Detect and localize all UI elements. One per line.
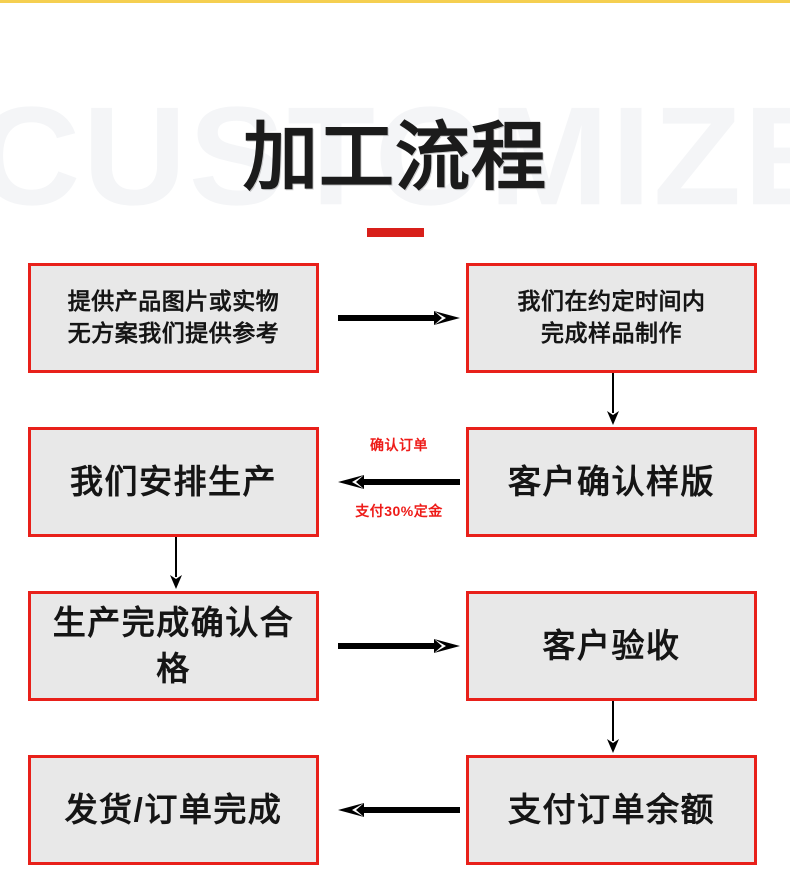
- arrow-note-above: 确认订单: [370, 437, 428, 453]
- flow-chart: 提供产品图片或实物 无方案我们提供参考 我们在约定时间内 完成样品制作: [0, 263, 790, 865]
- flow-node-label: 客户验收: [542, 627, 681, 665]
- arrow-note-below: 支付30%定金: [355, 503, 443, 519]
- arrow-down-icon: [165, 537, 187, 589]
- flow-node-right[interactable]: 客户确认样版: [466, 427, 757, 537]
- watermark-text: CUSTOMIZE: [0, 77, 790, 235]
- flow-node-label: 发货/订单完成: [64, 791, 283, 829]
- flow-row: 提供产品图片或实物 无方案我们提供参考 我们在约定时间内 完成样品制作: [0, 263, 790, 425]
- flow-node-label: 客户确认样版: [508, 463, 715, 501]
- arrow-down-icon: [602, 373, 624, 425]
- arrow-right-icon: [338, 635, 460, 657]
- arrow-left-icon: [338, 799, 460, 821]
- arrow-left-icon: [338, 471, 460, 493]
- arrow-right-icon: [338, 307, 460, 329]
- flow-node-left[interactable]: 生产完成确认合格: [28, 591, 319, 701]
- page-title: 加工流程: [242, 115, 547, 199]
- top-accent-rule: [0, 0, 790, 3]
- page-header: CUSTOMIZE 加工流程: [0, 77, 790, 242]
- flow-node-left[interactable]: 提供产品图片或实物 无方案我们提供参考: [28, 263, 319, 373]
- flow-node-left[interactable]: 发货/订单完成: [28, 755, 319, 865]
- flow-node-right[interactable]: 我们在约定时间内 完成样品制作: [466, 263, 757, 373]
- flow-node-right[interactable]: 客户验收: [466, 591, 757, 701]
- flow-row: 发货/订单完成 支付订单余额: [0, 755, 790, 865]
- flow-node-right[interactable]: 支付订单余额: [466, 755, 757, 865]
- flow-node-label: 支付订单余额: [508, 791, 715, 829]
- flow-row: 我们安排生产 确认订单 支付30%定金 客户确认样版: [0, 427, 790, 589]
- flow-row: 生产完成确认合格 客户验收: [0, 591, 790, 753]
- flow-node-label: 我们在约定时间内 完成样品制作: [517, 288, 706, 346]
- flow-node-label: 提供产品图片或实物 无方案我们提供参考: [67, 288, 280, 346]
- flow-node-left[interactable]: 我们安排生产: [28, 427, 319, 537]
- title-underline-bar: [367, 228, 424, 237]
- arrow-down-icon: [602, 701, 624, 753]
- flow-node-label: 生产完成确认合格: [52, 604, 295, 687]
- flow-node-label: 我们安排生产: [70, 463, 277, 501]
